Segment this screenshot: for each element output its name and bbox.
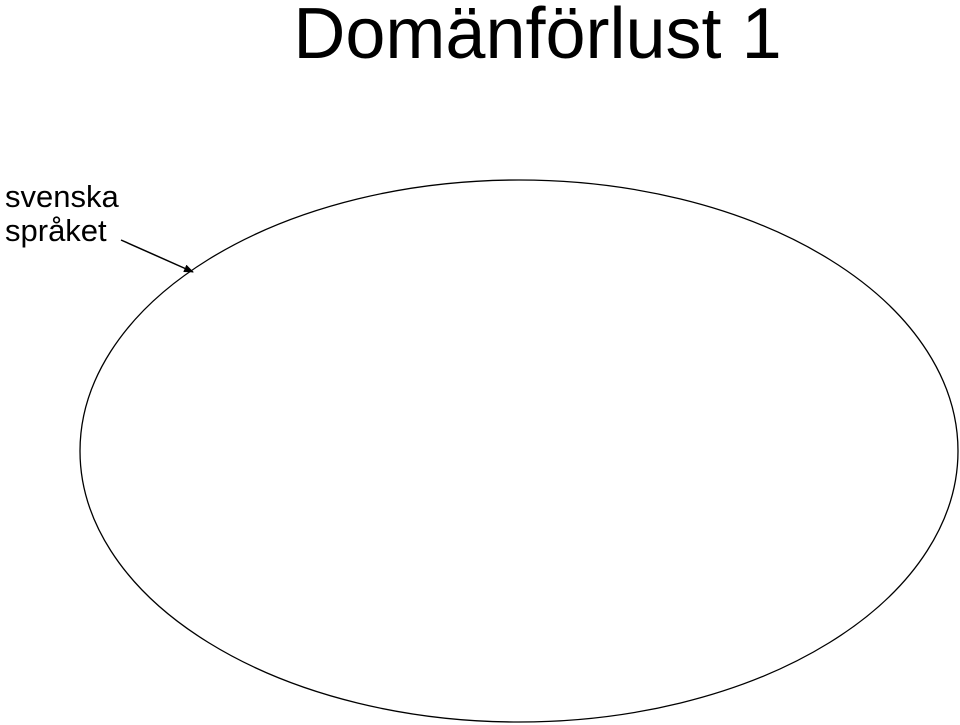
callout-label: svenska språket bbox=[5, 180, 119, 248]
slide-title: Domänförlust 1 bbox=[293, 0, 782, 74]
callout-arrow bbox=[120, 239, 194, 273]
callout-label-line-2: språket bbox=[5, 213, 107, 248]
language-domain-ellipse bbox=[79, 179, 959, 723]
callout-label-line-1: svenska bbox=[5, 179, 119, 214]
